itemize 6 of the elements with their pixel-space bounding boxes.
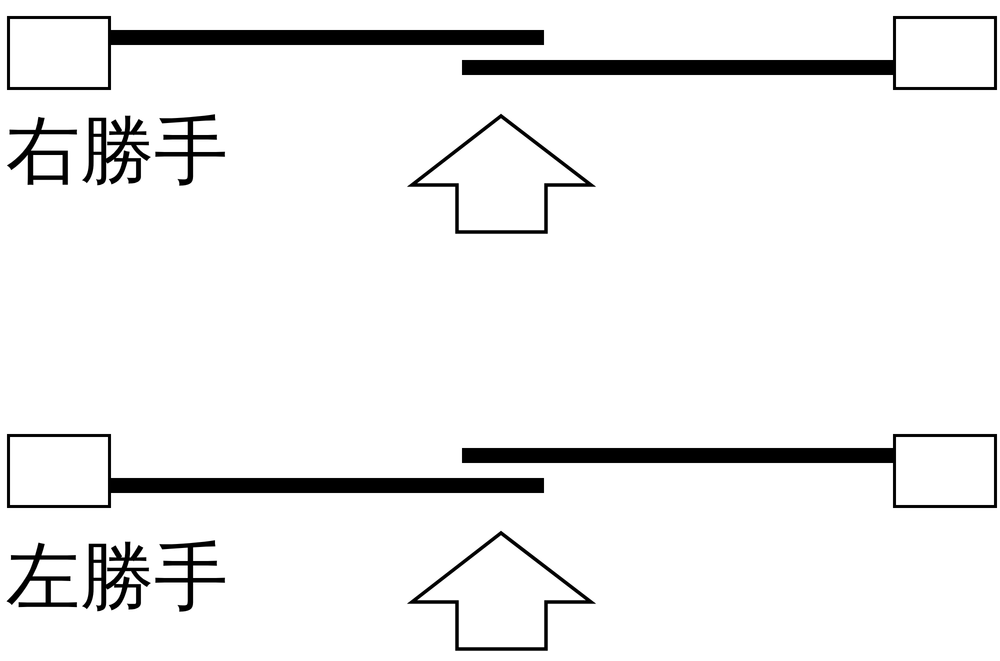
pillar <box>893 16 997 90</box>
handing-label: 右勝手 <box>6 114 228 188</box>
pillar <box>7 16 111 90</box>
pillar <box>7 434 111 508</box>
handing-label: 左勝手 <box>6 540 228 614</box>
pillar <box>893 434 997 508</box>
